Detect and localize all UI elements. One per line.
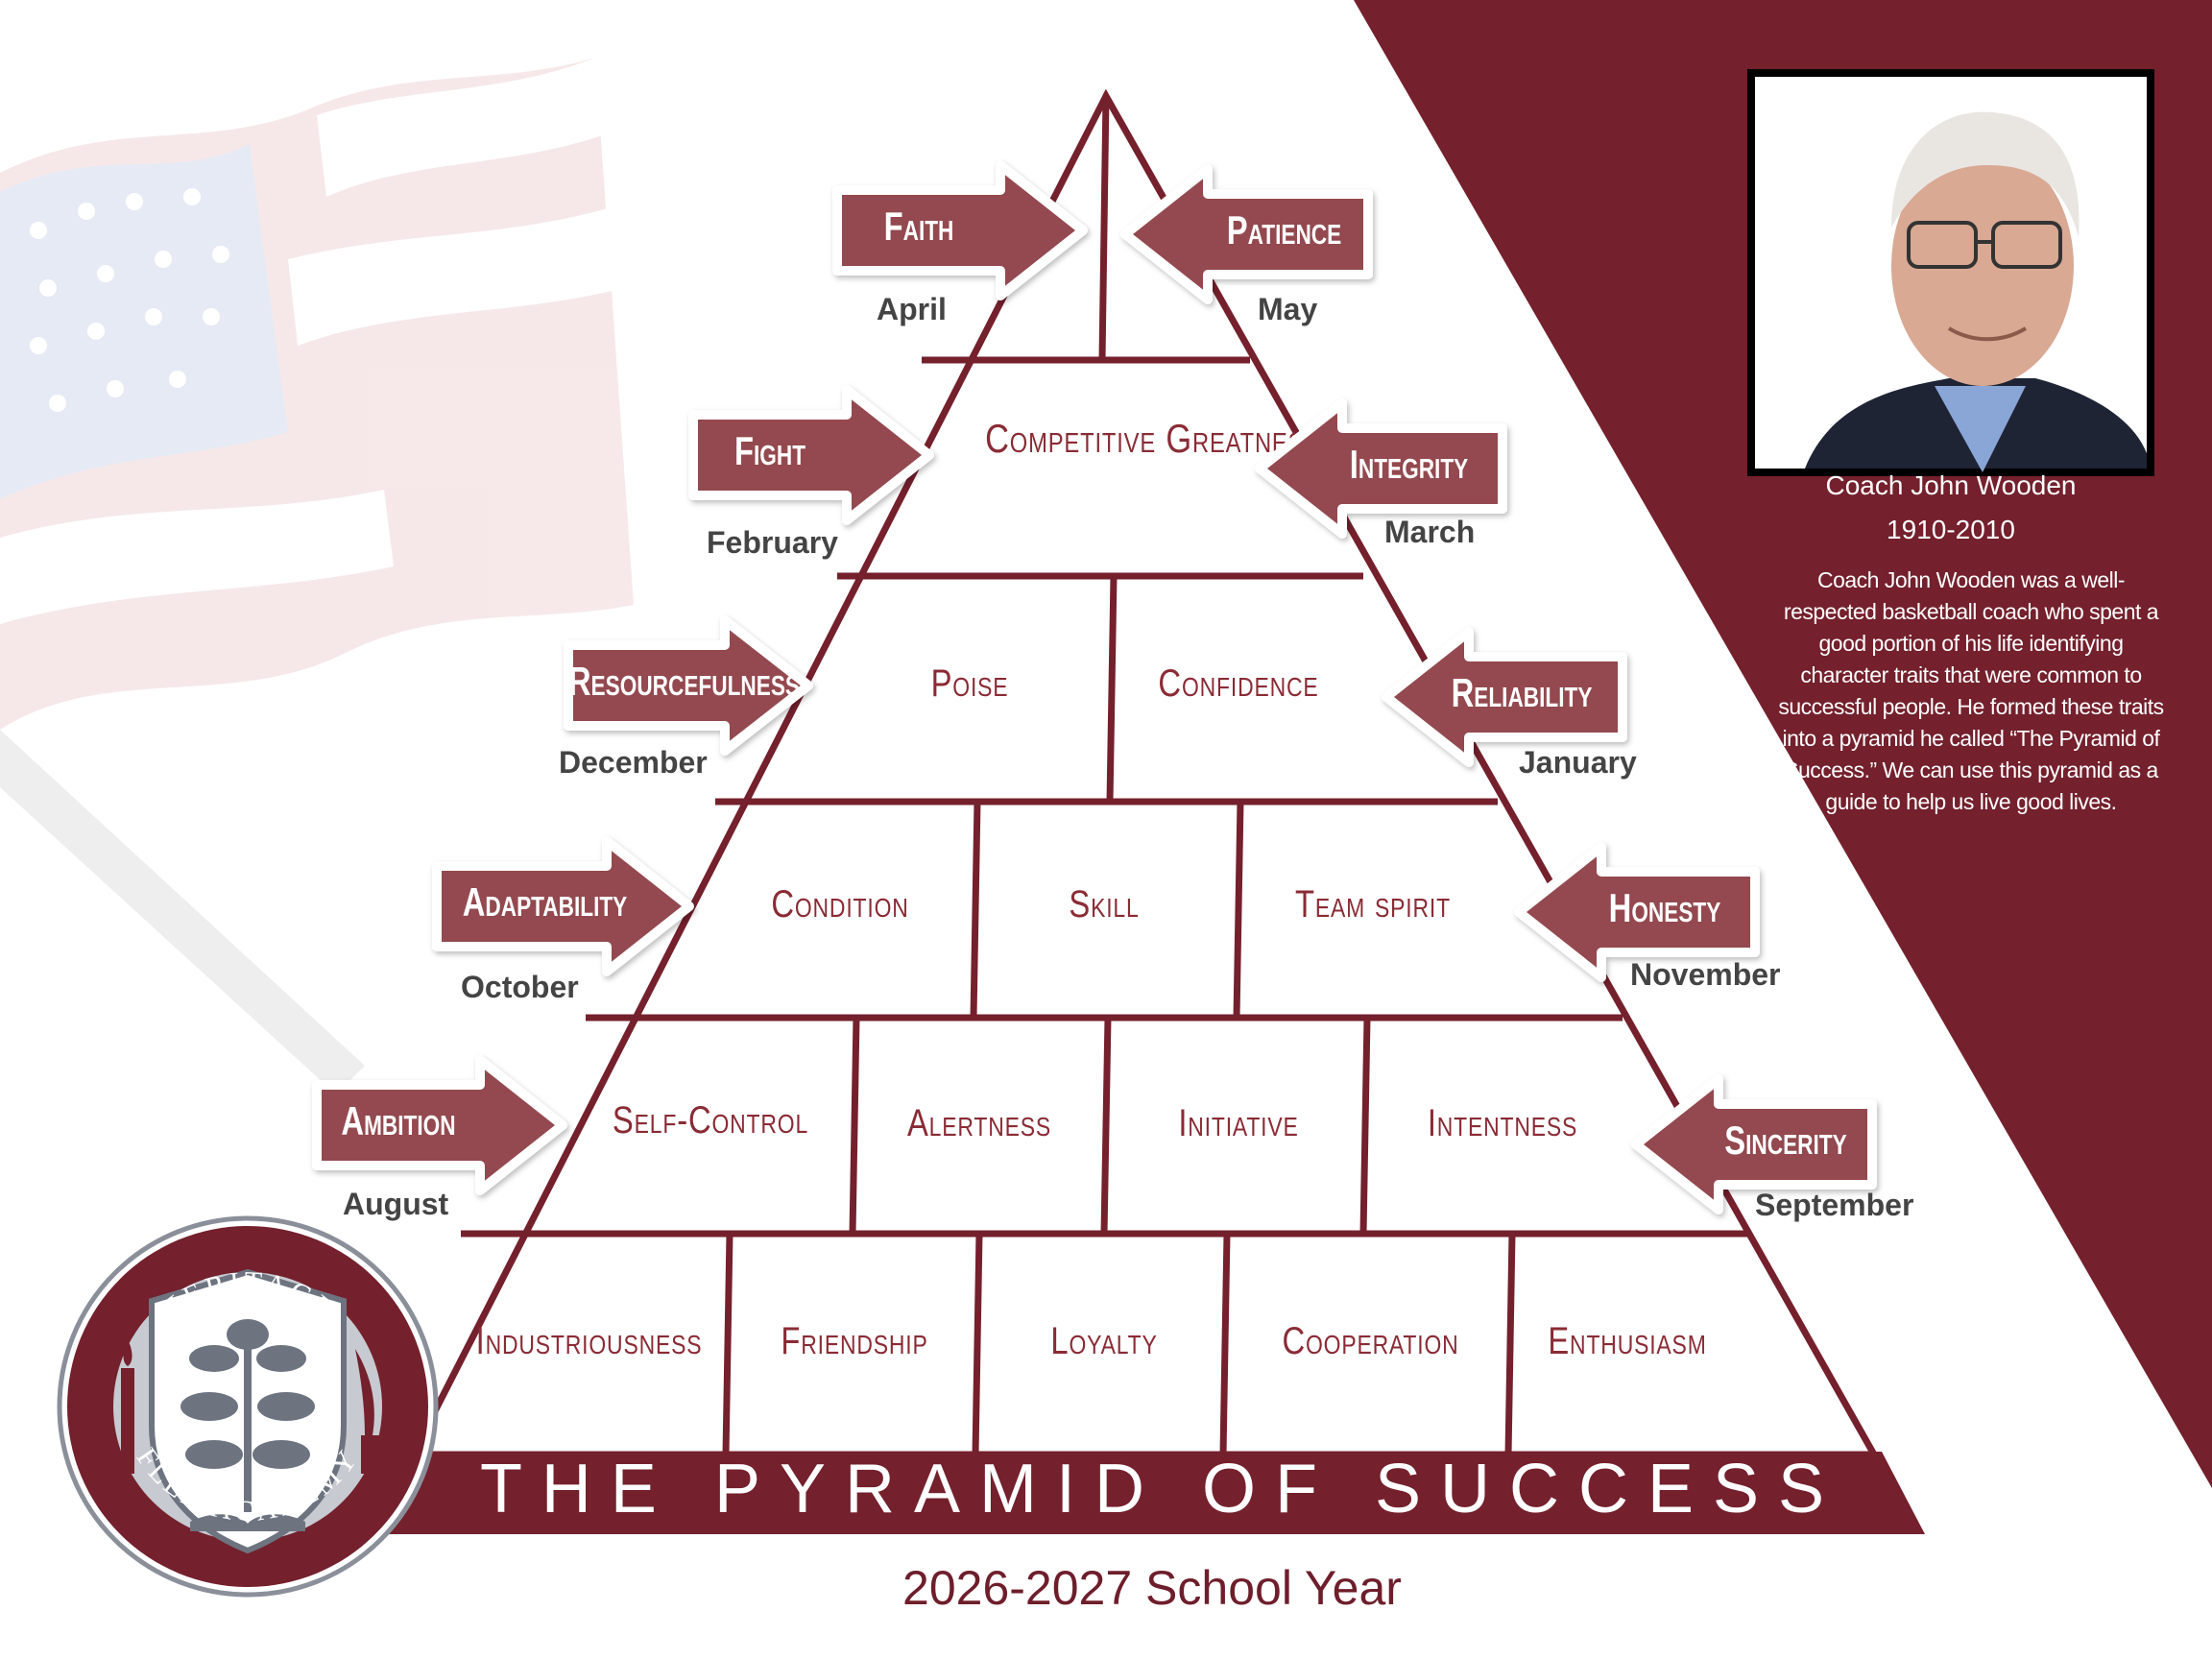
- trait-integrity-label: Integrity: [1349, 442, 1469, 487]
- cell-confidence: Confidence: [1158, 662, 1319, 705]
- arrow-resourcefulness: [564, 615, 813, 756]
- cell-initiative: Initiative: [1178, 1102, 1299, 1144]
- arrow-adaptability: [432, 836, 694, 976]
- title-banner: [357, 1452, 1925, 1534]
- cell-self-control: Self-Control: [612, 1099, 809, 1142]
- arrow-honesty: [1514, 842, 1760, 982]
- coach-years: 1910-2010: [1887, 515, 2015, 544]
- trait-adaptability-label: Adaptability: [462, 879, 628, 925]
- month-october: October: [461, 970, 579, 1004]
- month-april: April: [877, 292, 947, 326]
- cell-friendship: Friendship: [781, 1320, 928, 1362]
- cell-enthusiasm: Enthusiasm: [1548, 1320, 1707, 1362]
- cell-intentness: Intentness: [1427, 1102, 1578, 1144]
- row4-divider-2: [1100, 1017, 1112, 1235]
- page-title: THE PYRAMID OF SUCCESS: [479, 1451, 1844, 1527]
- arrow-sincerity: [1631, 1074, 1877, 1214]
- arrow-faith: [832, 160, 1088, 301]
- row3-divider-1: [970, 801, 981, 1019]
- arrow-ambition: [312, 1055, 567, 1195]
- cell-skill: Skill: [1069, 883, 1140, 926]
- trait-faith-label: Faith: [883, 204, 954, 249]
- trait-resourcefulness-label: Resourcefulness: [567, 659, 800, 704]
- cell-alertness: Alertness: [906, 1102, 1052, 1144]
- coach-bio: Coach John Wooden was a well-respected b…: [1778, 567, 2164, 814]
- month-january: January: [1519, 745, 1637, 780]
- row5-divider-1: [722, 1233, 733, 1455]
- trait-sincerity-label: Sincerity: [1724, 1118, 1847, 1163]
- month-november: November: [1630, 957, 1781, 992]
- school-logo: HERITAGE FLEX ACADEMY: [57, 1215, 439, 1598]
- month-may: May: [1258, 292, 1318, 326]
- cell-cooperation: Cooperation: [1282, 1320, 1459, 1362]
- apex-divider: [1098, 95, 1110, 361]
- arrow-patience: [1120, 164, 1373, 304]
- month-february: February: [707, 525, 838, 560]
- trait-honesty-label: Honesty: [1608, 885, 1721, 930]
- cell-team-spirit: Team spirit: [1295, 883, 1451, 926]
- row4-divider-1: [849, 1017, 860, 1235]
- cell-poise: Poise: [930, 662, 1009, 705]
- arrow-integrity: [1255, 398, 1507, 539]
- trait-reliability-label: Reliability: [1451, 670, 1593, 715]
- row3-divider-2: [1233, 801, 1244, 1019]
- row5-divider-2: [972, 1233, 983, 1455]
- coach-name: Coach John Wooden: [1825, 470, 2077, 500]
- month-march: March: [1384, 515, 1476, 549]
- flag-illustration: [0, 58, 634, 1094]
- cell-industriousness: Industriousness: [475, 1320, 703, 1362]
- arrow-fight: [688, 385, 934, 525]
- trait-fight-label: Fight: [733, 428, 806, 473]
- row5-divider-4: [1504, 1233, 1516, 1455]
- cell-loyalty: Loyalty: [1050, 1320, 1158, 1362]
- arrow-reliability: [1382, 627, 1627, 767]
- month-august: August: [343, 1187, 449, 1221]
- school-year: 2026-2027 School Year: [902, 1561, 1402, 1615]
- row4-divider-3: [1359, 1017, 1371, 1235]
- row2-divider: [1106, 575, 1118, 803]
- cell-condition: Condition: [771, 883, 909, 926]
- trait-patience-label: Patience: [1226, 207, 1342, 252]
- trait-ambition-label: Ambition: [341, 1098, 456, 1143]
- month-december: December: [559, 745, 708, 780]
- month-september: September: [1755, 1188, 1914, 1222]
- coach-photo: [1747, 69, 2154, 476]
- row5-divider-3: [1219, 1233, 1231, 1455]
